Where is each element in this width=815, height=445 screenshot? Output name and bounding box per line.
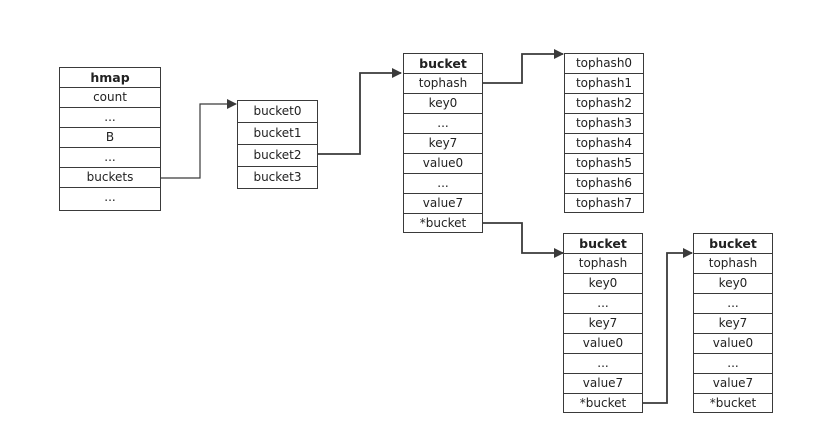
bucket-field-value0: value0 — [404, 153, 482, 173]
tophash-cell: tophash0 — [575, 56, 633, 70]
overflow-bucket-2-field-ellipsis: ... — [694, 353, 772, 373]
bucket-field-key7: key7 — [404, 133, 482, 153]
arrow-overflow-to-bucket — [483, 222, 564, 258]
bucket-field-tophash: tophash — [404, 73, 482, 93]
bucket-array-cell: bucket2 — [238, 144, 317, 166]
overflow-bucket-box: bucket tophash key0 ... key7 value0 ... … — [563, 233, 643, 413]
tophash-cell: tophash1 — [565, 73, 643, 93]
bucket-array-cell: bucket1 — [238, 122, 317, 144]
overflow-bucket-2-field-key7: key7 — [694, 313, 772, 333]
overflow-bucket-field-tophash: tophash — [564, 253, 642, 273]
bucket-array-box: bucket0 bucket1 bucket2 bucket3 — [237, 100, 318, 189]
hmap-title: hmap — [90, 70, 130, 85]
overflow-bucket-field-overflow: *bucket — [564, 393, 642, 413]
overflow-bucket-2-field-overflow: *bucket — [694, 393, 772, 413]
arrow-buckets-to-bucket-array — [161, 99, 237, 179]
overflow-bucket-field-key0: key0 — [564, 273, 642, 293]
hmap-field-ellipsis: ... — [60, 187, 160, 207]
bucket-box: bucket tophash key0 ... key7 value0 ... … — [403, 53, 483, 233]
bucket-field-ellipsis: ... — [404, 173, 482, 193]
bucket-field-value7: value7 — [404, 193, 482, 213]
overflow-bucket-field-value7: value7 — [564, 373, 642, 393]
overflow-bucket-2-field-ellipsis: ... — [694, 293, 772, 313]
bucket-field-ellipsis: ... — [404, 113, 482, 133]
bucket-array-cell: bucket3 — [238, 166, 317, 188]
overflow-bucket-2-field-tophash: tophash — [694, 253, 772, 273]
hmap-field-ellipsis: ... — [60, 147, 160, 167]
overflow-bucket-2-field-key0: key0 — [694, 273, 772, 293]
overflow-bucket-2-field-value0: value0 — [694, 333, 772, 353]
hmap-box: hmap count ... B ... buckets ... — [59, 67, 161, 211]
tophash-cell: tophash3 — [565, 113, 643, 133]
arrow-tophash-to-tophash-array — [483, 49, 564, 84]
overflow-bucket-field-key7: key7 — [564, 313, 642, 333]
hmap-field-b: B — [60, 127, 160, 147]
overflow-bucket-field-ellipsis: ... — [564, 293, 642, 313]
tophash-cell: tophash7 — [565, 193, 643, 213]
overflow-bucket-2-field-value7: value7 — [694, 373, 772, 393]
overflow-bucket-field-value0: value0 — [564, 333, 642, 353]
hmap-field-buckets: buckets — [60, 167, 160, 187]
arrow-overflow-to-next-bucket — [643, 248, 693, 404]
overflow-bucket-field-ellipsis: ... — [564, 353, 642, 373]
tophash-cell: tophash6 — [565, 173, 643, 193]
tophash-array-box: tophash0 tophash1 tophash2 tophash3 toph… — [564, 53, 644, 213]
bucket-field-overflow: *bucket — [404, 213, 482, 233]
overflow-bucket-2-box: bucket tophash key0 ... key7 value0 ... … — [693, 233, 773, 413]
tophash-cell: tophash4 — [565, 133, 643, 153]
overflow-bucket-title: bucket — [579, 236, 627, 251]
hmap-field-ellipsis: ... — [60, 107, 160, 127]
arrow-bucket2-to-bucket — [318, 68, 402, 155]
bucket-field-key0: key0 — [404, 93, 482, 113]
tophash-cell: tophash5 — [565, 153, 643, 173]
hmap-field-count: count — [60, 87, 160, 107]
tophash-cell: tophash2 — [565, 93, 643, 113]
bucket-array-cell: bucket0 — [253, 104, 302, 118]
overflow-bucket-2-title: bucket — [709, 236, 757, 251]
bucket-title: bucket — [419, 56, 467, 71]
